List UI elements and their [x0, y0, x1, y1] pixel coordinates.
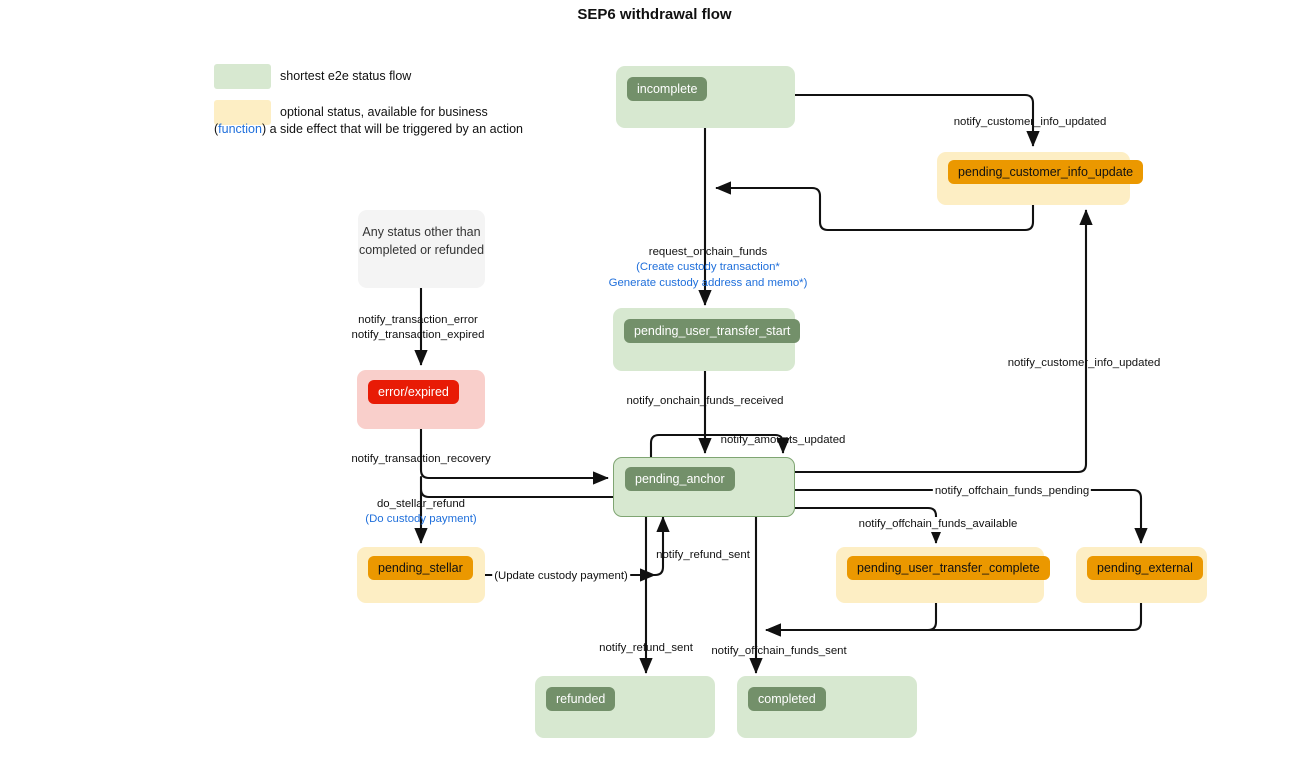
edge-label-notify-amounts-updated: notify_amounts_updated: [720, 434, 846, 446]
edge-label-notify-customer-info-updated-right: notify_customer_info_updated: [1007, 357, 1161, 369]
node-refunded[interactable]: refunded: [535, 676, 715, 738]
edge-label-request-onchain-funds-action: request_onchain_funds: [648, 246, 768, 258]
legend-swatch-green: [214, 63, 271, 89]
node-refunded-label: refunded: [546, 687, 616, 712]
edge-label-request-onchain-funds-fn2: Generate custody address and memo*): [608, 276, 808, 289]
node-any-status-line2: completed or refunded: [358, 243, 485, 258]
edge-label-do-stellar-refund: do_stellar_refund (Do custody payment): [365, 497, 476, 528]
node-pending-external[interactable]: pending_external: [1076, 547, 1207, 603]
node-incomplete-label: incomplete: [627, 77, 708, 102]
legend-label-green: shortest e2e status flow: [280, 69, 412, 83]
legend-note: (function) a side effect that will be tr…: [214, 122, 523, 136]
edge-label-notify-refund-sent-down: notify_refund_sent: [599, 642, 693, 654]
node-pending-user-transfer-complete[interactable]: pending_user_transfer_complete: [836, 547, 1050, 603]
node-pending-user-transfer-start-label: pending_user_transfer_start: [624, 319, 801, 344]
edge-label-notify-transaction-error: notify_transaction_error notify_transact…: [352, 313, 485, 344]
node-pending-user-transfer-complete-label: pending_user_transfer_complete: [847, 556, 1050, 581]
node-pending-stellar-label: pending_stellar: [368, 556, 473, 581]
node-pending-customer-info-update[interactable]: pending_customer_info_update: [937, 152, 1144, 205]
edge-label-request-onchain-funds: request_onchain_funds (Create custody tr…: [609, 245, 808, 291]
legend: shortest e2e status flow optional status…: [214, 63, 488, 135]
node-any-status-line1: Any status other than: [362, 225, 481, 239]
node-any-status: Any status other than completed or refun…: [358, 210, 485, 288]
node-incomplete[interactable]: incomplete: [616, 66, 795, 128]
node-pending-customer-info-update-label: pending_customer_info_update: [948, 160, 1144, 185]
node-pending-external-label: pending_external: [1087, 556, 1203, 581]
node-pending-user-transfer-start[interactable]: pending_user_transfer_start: [613, 308, 801, 371]
legend-note-function: function: [218, 122, 262, 136]
node-completed-label: completed: [748, 687, 826, 712]
node-completed[interactable]: completed: [737, 676, 917, 738]
node-error-expired-label: error/expired: [368, 380, 459, 405]
legend-note-open: (: [214, 122, 219, 136]
node-pending-anchor[interactable]: pending_anchor: [613, 457, 795, 517]
legend-item-green: shortest e2e status flow: [214, 63, 488, 89]
edge-label-do-stellar-refund-fn: (Do custody payment): [365, 513, 477, 526]
page-title: SEP6 withdrawal flow: [577, 6, 732, 23]
legend-item-amber: optional status, available for business: [214, 99, 488, 125]
edge-label-notify-transaction-expired-text: notify_transaction_expired: [351, 329, 485, 342]
edge-label-notify-transaction-recovery: notify_transaction_recovery: [351, 453, 491, 465]
legend-label-amber: optional status, available for business: [280, 105, 488, 119]
node-pending-stellar[interactable]: pending_stellar: [357, 547, 485, 603]
edge-label-notify-transaction-error-text: notify_transaction_error: [358, 314, 478, 326]
edge-label-notify-onchain-funds-received: notify_onchain_funds_received: [626, 395, 784, 407]
node-pending-anchor-label: pending_anchor: [625, 467, 735, 492]
edge-label-notify-customer-info-updated-top: notify_customer_info_updated: [953, 116, 1107, 128]
node-any-status-text: Any status other than completed or refun…: [358, 223, 485, 259]
edge-label-notify-refund-sent-up: notify_refund_sent: [656, 549, 750, 561]
edge-label-do-stellar-refund-action: do_stellar_refund: [376, 498, 466, 510]
edge-label-request-onchain-funds-fn1: (Create custody transaction*: [636, 261, 780, 274]
edge-label-notify-offchain-funds-sent: notify_offchain_funds_sent: [711, 645, 847, 657]
legend-swatch-amber: [214, 99, 271, 125]
edge-label-notify-offchain-funds-pending: notify_offchain_funds_pending: [932, 484, 1092, 500]
legend-note-rest: ) a side effect that will be triggered b…: [261, 122, 523, 136]
node-error-expired[interactable]: error/expired: [357, 370, 485, 429]
edge-label-update-custody-payment: (Update custody payment): [492, 569, 630, 585]
edge-label-notify-offchain-funds-available: notify_offchain_funds_available: [856, 517, 1020, 533]
